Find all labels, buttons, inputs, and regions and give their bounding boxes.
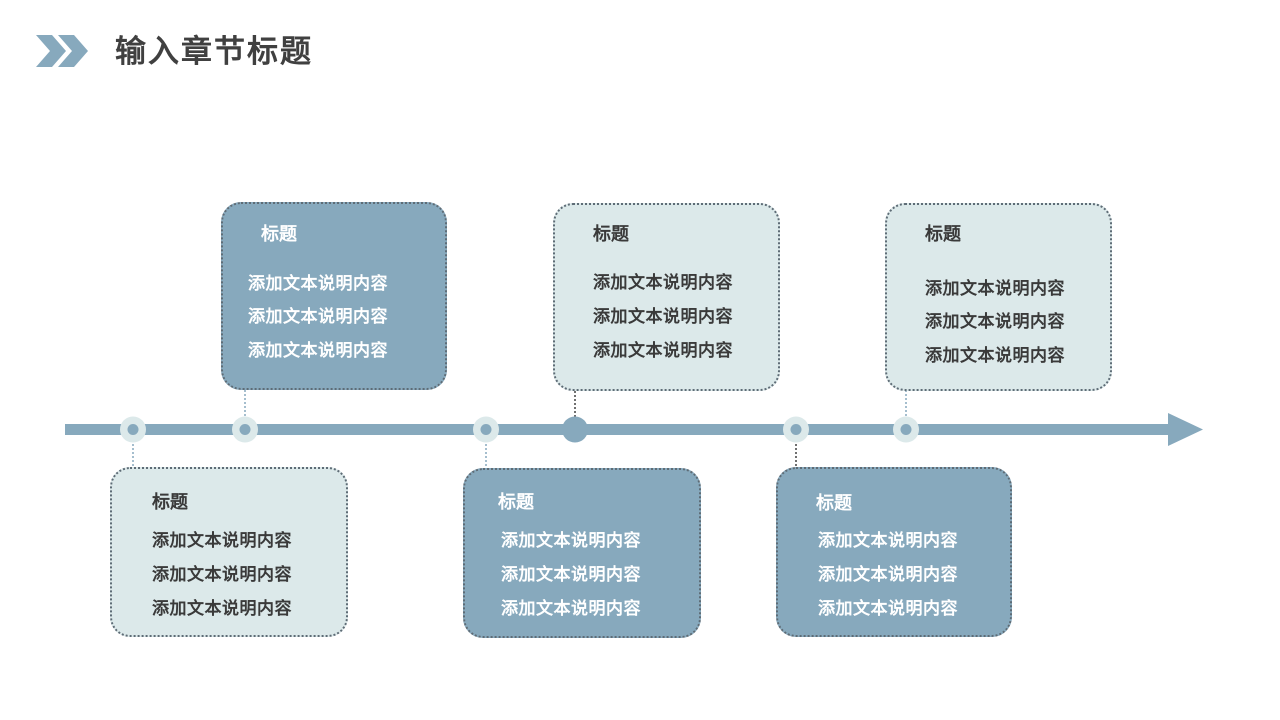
card-title: 标题 (925, 224, 961, 245)
timeline-card-4: 标题 添加文本说明内容 添加文本说明内容 添加文本说明内容 (553, 203, 780, 391)
card-text-line: 添加文本说明内容 (925, 279, 1065, 299)
card-text-line: 添加文本说明内容 (248, 341, 388, 361)
card-text-line: 添加文本说明内容 (593, 307, 733, 327)
card-text-line: 添加文本说明内容 (925, 346, 1065, 366)
card-text-line: 添加文本说明内容 (818, 599, 958, 619)
timeline-node-5 (783, 416, 809, 443)
timeline-node-6 (893, 416, 919, 443)
card-title: 标题 (261, 224, 297, 245)
card-text-line: 添加文本说明内容 (248, 274, 388, 294)
card-text-line: 添加文本说明内容 (152, 599, 292, 619)
card-text-line: 添加文本说明内容 (501, 565, 641, 585)
timeline-line (65, 424, 1175, 435)
card-text-line: 添加文本说明内容 (501, 599, 641, 619)
card-text-line: 添加文本说明内容 (818, 565, 958, 585)
timeline-node-3 (473, 416, 499, 443)
card-text-line: 添加文本说明内容 (248, 307, 388, 327)
timeline-node-1 (120, 416, 146, 443)
timeline-arrowhead (1168, 413, 1203, 446)
card-text-line: 添加文本说明内容 (818, 531, 958, 551)
timeline-node-2 (232, 416, 258, 443)
card-title: 标题 (152, 492, 188, 513)
timeline-card-2: 标题 添加文本说明内容 添加文本说明内容 添加文本说明内容 (221, 202, 447, 390)
card-title: 标题 (498, 492, 534, 513)
timeline-card-6: 标题 添加文本说明内容 添加文本说明内容 添加文本说明内容 (885, 203, 1112, 391)
card-text-line: 添加文本说明内容 (152, 531, 292, 551)
page-title: 输入章节标题 (115, 34, 313, 70)
timeline-card-5: 标题 添加文本说明内容 添加文本说明内容 添加文本说明内容 (776, 467, 1012, 637)
card-text-line: 添加文本说明内容 (593, 341, 733, 361)
card-title: 标题 (816, 493, 852, 514)
timeline-card-3: 标题 添加文本说明内容 添加文本说明内容 添加文本说明内容 (463, 468, 701, 638)
card-title: 标题 (593, 224, 629, 245)
card-text-line: 添加文本说明内容 (925, 312, 1065, 332)
timeline-card-1: 标题 添加文本说明内容 添加文本说明内容 添加文本说明内容 (110, 467, 348, 637)
card-text-line: 添加文本说明内容 (152, 565, 292, 585)
card-text-line: 添加文本说明内容 (501, 531, 641, 551)
card-text-line: 添加文本说明内容 (593, 273, 733, 293)
double-chevron-icon (36, 35, 88, 67)
timeline-node-4 (562, 416, 588, 443)
